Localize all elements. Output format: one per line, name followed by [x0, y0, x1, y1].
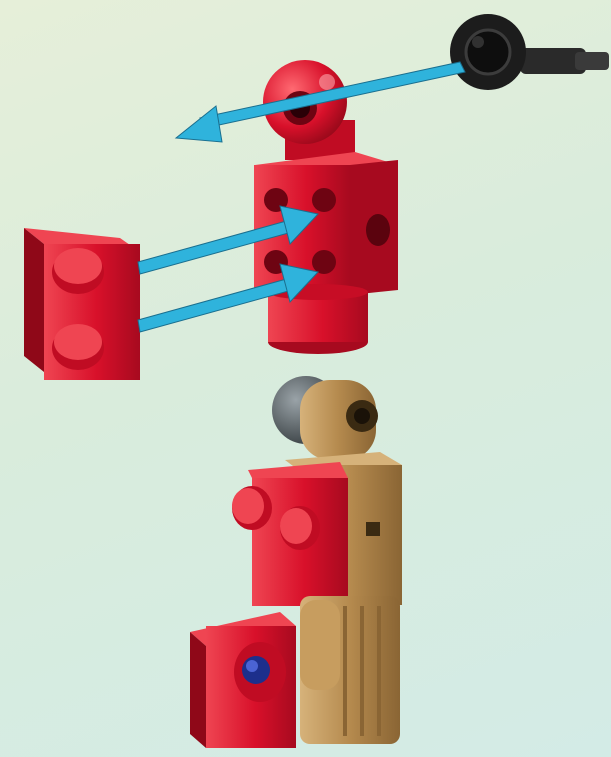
red-technic-brick-with-holes — [254, 152, 398, 354]
black-axle-connector — [450, 14, 609, 90]
red-plate-2x2-with-pins — [24, 228, 140, 380]
red-brick-with-studs — [232, 462, 348, 606]
red-plate-with-blue-pin — [190, 612, 296, 748]
tan-ribbed-piece — [300, 596, 400, 744]
tan-socket-joint — [300, 380, 378, 460]
